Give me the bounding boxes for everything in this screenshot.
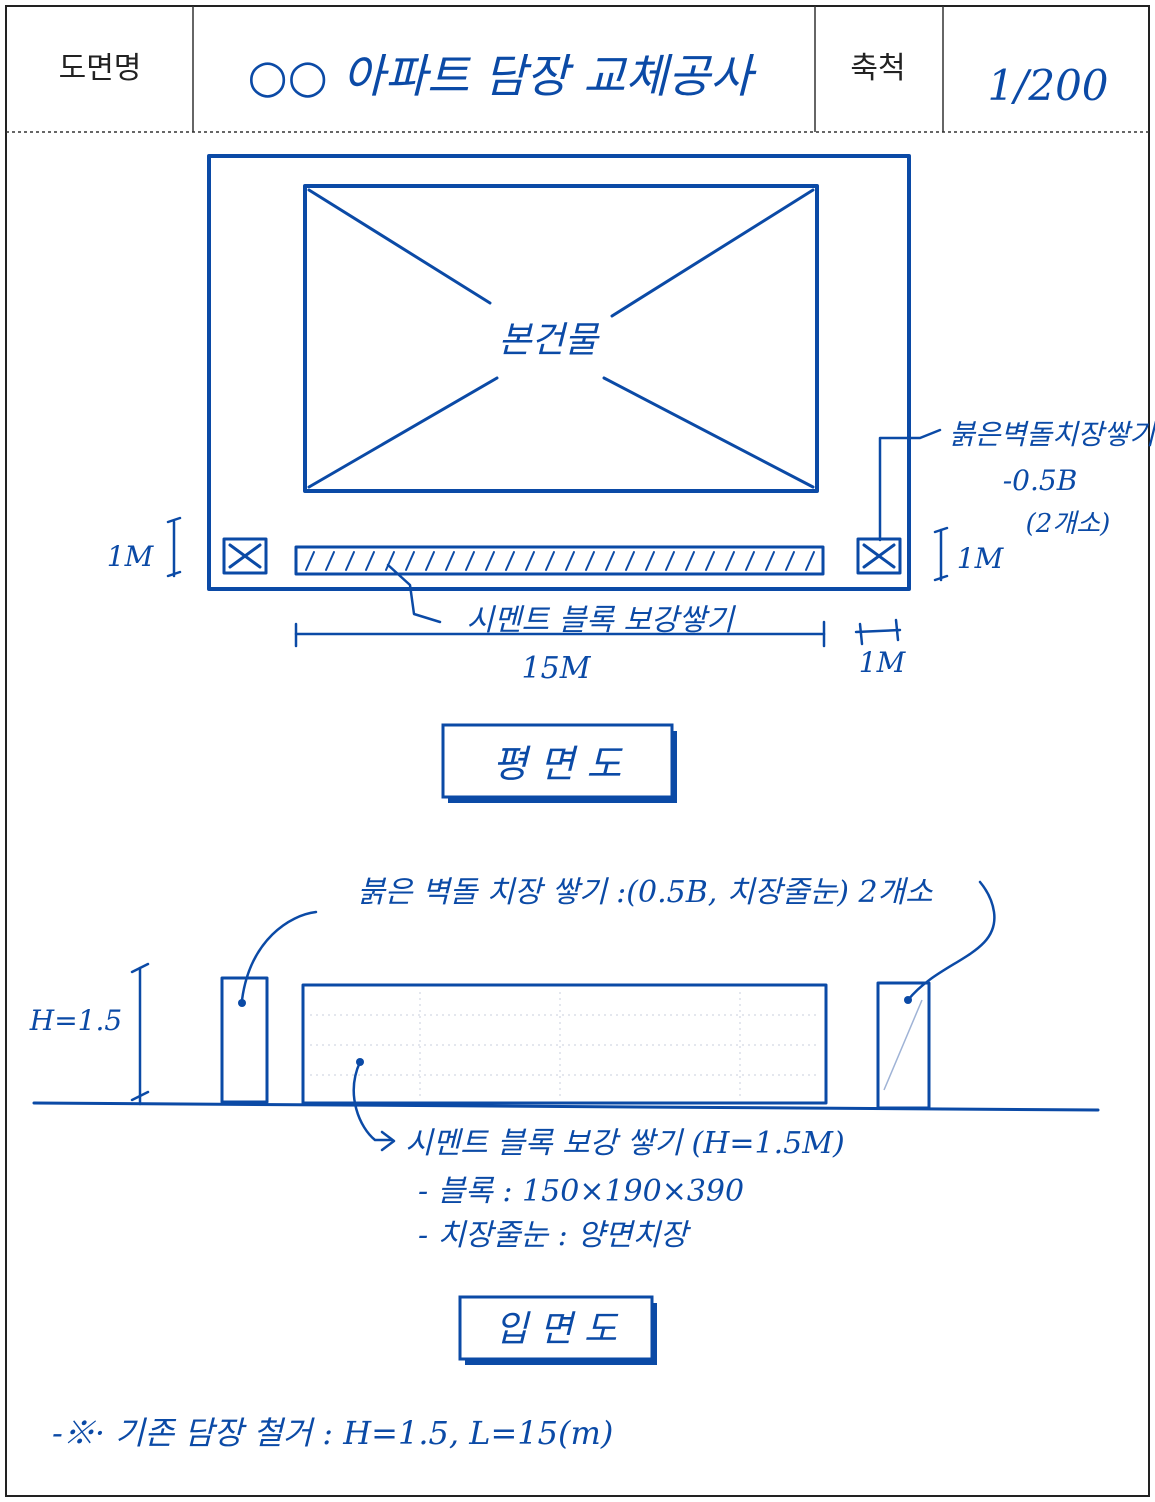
block-note-leader — [386, 563, 442, 624]
elev-block-leader-arrow — [380, 1130, 396, 1152]
hatch-line — [565, 551, 575, 571]
brick-post-right-hatch — [883, 999, 923, 1091]
scale-label: 축척 — [850, 51, 905, 86]
plan-title-box — [441, 723, 677, 803]
brick-note-leader — [878, 428, 942, 542]
hatch-line — [745, 551, 755, 571]
hatch-line — [325, 551, 335, 571]
hatch-line — [425, 551, 435, 571]
elev-brick-leader-right — [906, 880, 996, 1002]
plan-view: 본건물 1M 1M — [107, 154, 1155, 803]
elevation-title: 입 면 도 — [495, 1309, 619, 1350]
elevation-block-note-line2: - 블록 : 150×190×390 — [418, 1174, 744, 1209]
drawing-name-label: 도면명 — [59, 51, 142, 86]
hatch-line — [525, 551, 535, 571]
site-boundary — [207, 154, 911, 591]
elevation-title-box — [458, 1295, 657, 1365]
right-dim-label: 1M — [957, 542, 1005, 575]
height-dim-label: H=1.5 — [29, 1004, 122, 1037]
hatch-line — [505, 551, 515, 571]
hatch-line — [465, 551, 475, 571]
main-building — [303, 184, 819, 493]
gap-dim-label: 1M — [859, 646, 907, 679]
hatch-line — [705, 551, 715, 571]
brick-post-left-elevation — [220, 976, 269, 1104]
gap-dim-line — [854, 618, 902, 646]
block-joints — [310, 992, 820, 1098]
elevation-brick-note: 붉은 벽돌 치장 쌓기 :(0.5B, 치장줄눈) 2개소 — [357, 875, 933, 910]
title-block — [6, 6, 1149, 133]
hatch-line — [545, 551, 555, 571]
scale-value: 1/200 — [987, 61, 1108, 110]
hatch-line — [645, 551, 655, 571]
drawing-name-value: ○○ 아파트 담장 교체공사 — [247, 49, 757, 103]
hatch-line — [605, 551, 615, 571]
hatch-line — [485, 551, 495, 571]
length-dim-line — [294, 620, 826, 648]
hatch-line — [345, 551, 355, 571]
hatch-line — [365, 551, 375, 571]
block-wall-plan — [294, 545, 825, 576]
plan-title: 평 면 도 — [492, 742, 623, 786]
brick-note-line2: -0.5B — [1003, 464, 1078, 497]
block-wall-elevation — [301, 983, 828, 1105]
hatch-line — [385, 551, 395, 571]
length-dim-label: 15M — [522, 651, 592, 686]
right-dim-marker — [933, 526, 949, 582]
hatch-line — [585, 551, 595, 571]
hatch-line — [785, 551, 795, 571]
sheet-border — [5, 5, 1150, 1497]
hatch-line — [725, 551, 735, 571]
hatch-line — [765, 551, 775, 571]
building-label: 본건물 — [498, 320, 600, 361]
brick-post-left-dot — [238, 999, 246, 1007]
elevation-view: H=1.5 붉은 벽돌 치장 쌓기 :(0.5B, 치장줄눈) 2개소 시멘트 … — [29, 875, 1100, 1365]
building-cross-lines — [307, 188, 815, 489]
hatch-line — [685, 551, 695, 571]
elevation-block-note-line1: 시멘트 블록 보강 쌓기 (H=1.5M) — [405, 1126, 845, 1161]
elev-block-leader — [352, 1060, 394, 1142]
left-dim-marker — [166, 516, 182, 578]
elevation-block-note-line3: - 치장줄눈 : 양면치장 — [418, 1218, 692, 1253]
brick-post-left — [222, 537, 268, 575]
block-note-label: 시멘트 블록 보강쌓기 — [466, 603, 736, 638]
brick-post-right-elevation — [876, 981, 931, 1110]
left-dim-label: 1M — [107, 540, 155, 573]
hatch-line — [305, 551, 315, 571]
footer-note: -※· 기존 담장 철거 : H=1.5, L=15(m) — [52, 1414, 613, 1452]
hatch-line — [445, 551, 455, 571]
hatch-line — [625, 551, 635, 571]
elev-brick-leader-left — [240, 910, 318, 1002]
brick-note-line3: (2개소) — [1026, 509, 1111, 539]
brick-post-right — [856, 537, 902, 575]
height-dim-line — [130, 962, 150, 1106]
hatch-line — [805, 551, 815, 571]
hatch-line — [665, 551, 675, 571]
hatch-line — [405, 551, 415, 571]
brick-note-line1: 붉은벽돌치장쌓기 — [949, 418, 1155, 451]
